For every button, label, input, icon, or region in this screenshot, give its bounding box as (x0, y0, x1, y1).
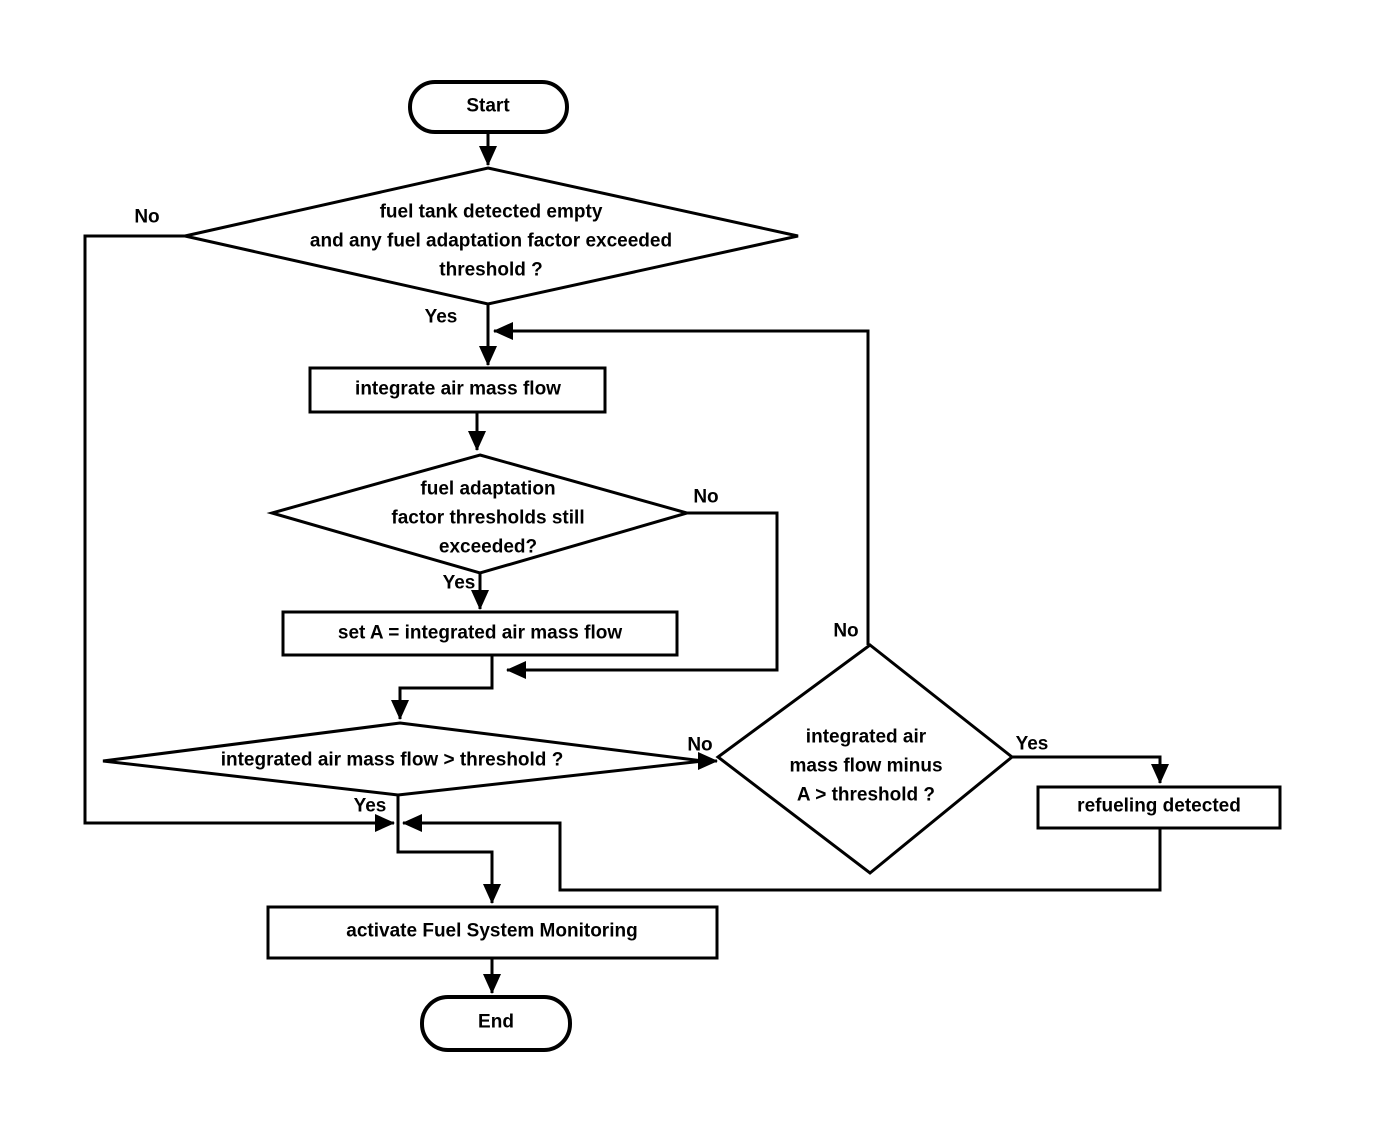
integrate-process-shape (308, 366, 607, 414)
label-d1-yes: Yes (424, 306, 458, 328)
activate-process-shape (266, 905, 719, 960)
end-terminator-shape (420, 995, 572, 1052)
edge-decision2-no (506, 511, 779, 679)
end-label: End (478, 1011, 514, 1033)
label-d3-yes: Yes (353, 795, 387, 817)
label-d4-no: No (833, 620, 859, 642)
edge-refuel-return (402, 814, 1162, 892)
label-d4-yes: Yes (1015, 733, 1049, 755)
start-label: Start (466, 95, 510, 117)
decision3-shape (102, 721, 704, 797)
edge-decision1-no (83, 234, 395, 832)
decision4-shape (715, 643, 1015, 875)
set-a-process-shape (281, 610, 679, 657)
edge-decision4-yes (1012, 755, 1169, 784)
decision4-label: integrated air mass flow minus A > thres… (789, 726, 943, 806)
refuel-label: refueling detected (1077, 795, 1241, 817)
refuel-process-shape (1036, 785, 1282, 830)
decision1-label: fuel tank detected empty and any fuel ad… (309, 201, 673, 281)
decision2-label: fuel adaptation factor thresholds still … (391, 478, 585, 558)
decision3-label: integrated air mass flow > threshold ? (220, 749, 564, 771)
label-d1-no: No (134, 206, 160, 228)
edge-decision4-no-return (493, 322, 870, 645)
label-d3-no: No (687, 734, 713, 756)
decision1-shape (184, 166, 799, 306)
decision2-shape (266, 453, 693, 575)
integrate-label: integrate air mass flow (355, 378, 561, 400)
edge-decision3-yes-to-activate (396, 795, 501, 904)
edge-set-a-to-decision3 (391, 655, 494, 720)
label-d2-no: No (693, 486, 719, 508)
activate-label: activate Fuel System Monitoring (346, 920, 638, 942)
set-a-label: set A = integrated air mass flow (337, 622, 623, 644)
start-terminator-shape (408, 80, 569, 134)
label-d2-yes: Yes (442, 572, 476, 594)
